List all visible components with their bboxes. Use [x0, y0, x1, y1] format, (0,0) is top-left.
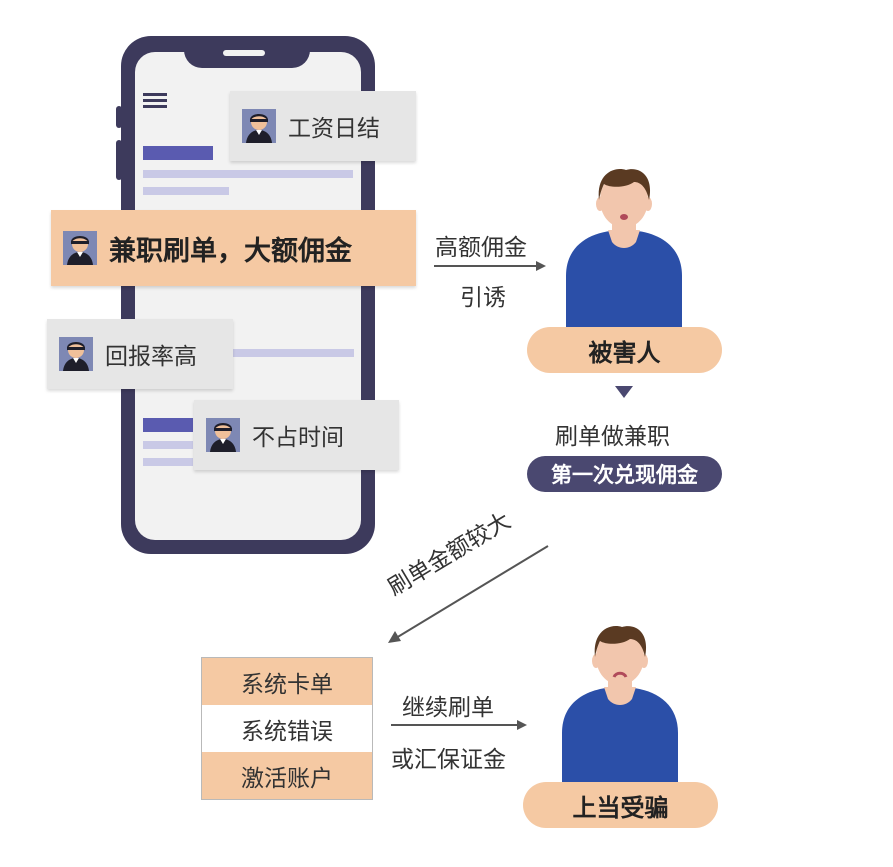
- lure-card-salary: 工资日结: [230, 91, 416, 161]
- victim-person-icon: [562, 626, 678, 797]
- screen-content-bar: [143, 441, 193, 449]
- deceived-label: 上当受骗: [523, 782, 718, 828]
- continue-label-line2: 或汇保证金: [391, 747, 506, 773]
- arrow-icon: [434, 261, 546, 271]
- screen-content-bar: [143, 170, 353, 178]
- lure-card-return: 回报率高: [47, 319, 233, 389]
- phone-speaker: [223, 50, 265, 56]
- system-issues-box: 系统卡单 系统错误 激活账户: [201, 657, 373, 800]
- victim-person-icon: [566, 169, 682, 340]
- scammer-avatar-icon: [242, 109, 276, 143]
- lure-label-line2: 引诱: [460, 285, 506, 311]
- lure-card-time: 不占时间: [194, 400, 399, 470]
- scammer-avatar-icon: [59, 337, 93, 371]
- arrow-icon: [388, 545, 549, 643]
- screen-content-bar: [143, 458, 193, 466]
- lure-card-text: 不占时间: [252, 425, 344, 451]
- lure-card-text: 兼职刷单，大额佣金: [109, 235, 352, 267]
- system-issue-item: 系统卡单: [202, 658, 372, 705]
- phone-side-button: [116, 106, 122, 128]
- lure-card-text: 工资日结: [288, 116, 380, 142]
- screen-content-bar: [232, 349, 354, 357]
- down-arrow-icon: [615, 386, 633, 398]
- lure-card-main: 兼职刷单，大额佣金: [51, 210, 416, 286]
- first-payout-badge: 第一次兑现佣金: [527, 456, 722, 492]
- system-issue-item: 激活账户: [202, 752, 372, 799]
- scammer-avatar-icon: [206, 418, 240, 452]
- phone-side-button: [116, 140, 122, 180]
- lure-label-line1: 高额佣金: [435, 235, 527, 261]
- task-label: 刷单做兼职: [555, 424, 670, 450]
- screen-content-bar: [143, 418, 193, 432]
- screen-content-bar: [143, 187, 229, 195]
- continue-label-line1: 继续刷单: [402, 695, 494, 721]
- arrow-icon: [391, 720, 527, 730]
- scammer-avatar-icon: [63, 231, 97, 265]
- lure-card-text: 回报率高: [105, 344, 197, 370]
- victim-label: 被害人: [527, 327, 722, 373]
- system-issue-item: 系统错误: [241, 718, 333, 745]
- screen-content-bar: [143, 146, 213, 160]
- menu-icon: [143, 93, 167, 108]
